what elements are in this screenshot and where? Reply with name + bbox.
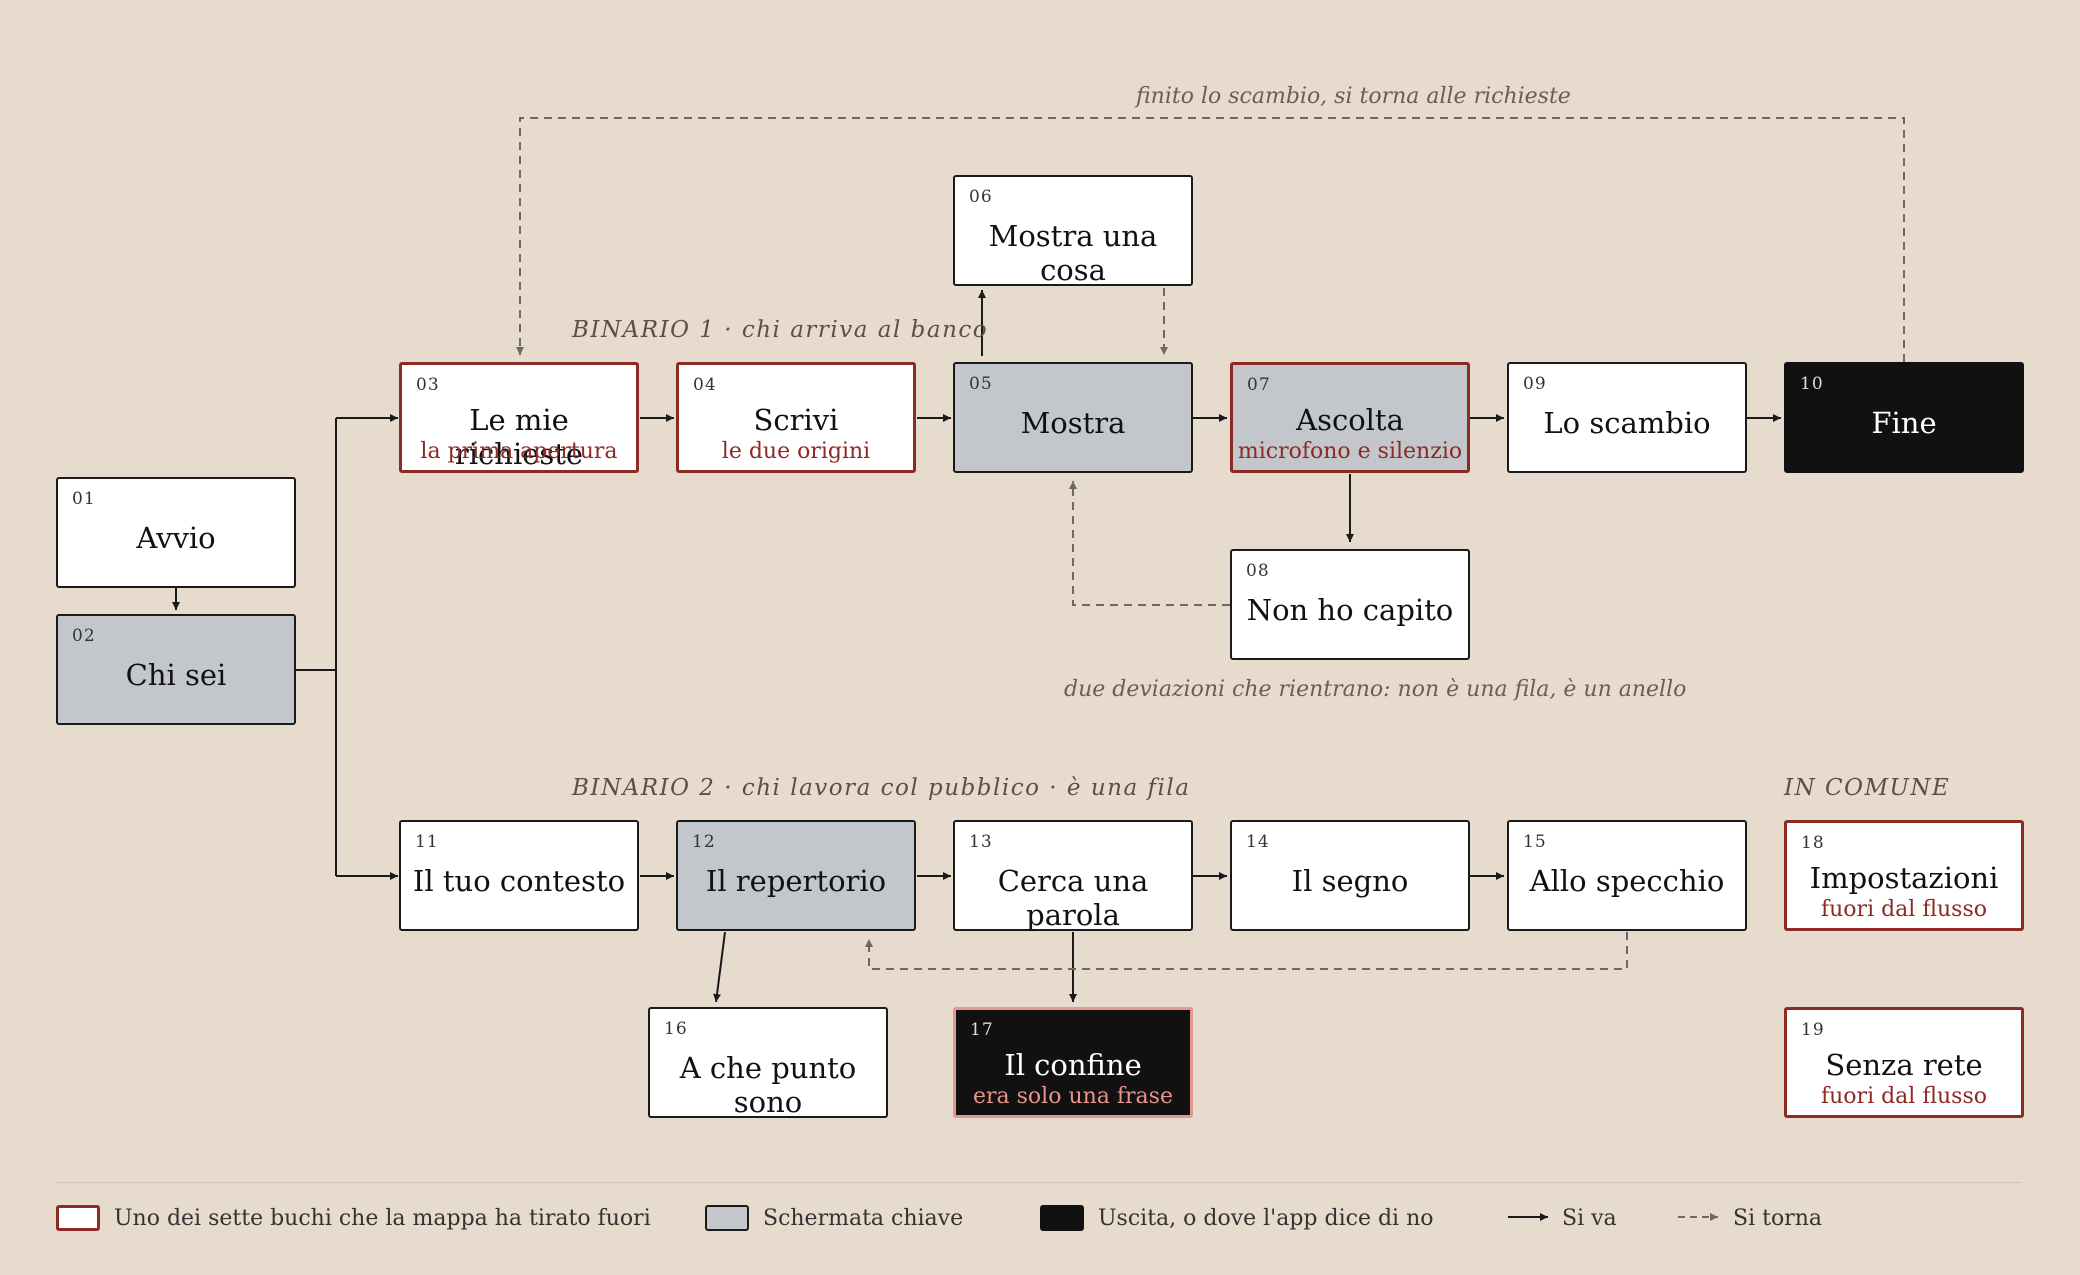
- node-a-che-punto-sono[interactable]: 16 A che punto sono: [648, 1007, 888, 1119]
- legend-key-swatch: [705, 1205, 749, 1231]
- node-lo-scambio[interactable]: 09 Lo scambio: [1507, 362, 1747, 473]
- node-number: 10: [1800, 374, 1824, 394]
- node-fine[interactable]: 10 Fine: [1784, 362, 2024, 473]
- legend-hole: Uno dei sette buchi che la mappa ha tira…: [56, 1203, 651, 1233]
- node-title: Allo specchio: [1529, 864, 1725, 898]
- node-number: 15: [1523, 832, 1547, 852]
- node-number: 03: [416, 375, 440, 395]
- node-number: 18: [1801, 833, 1825, 853]
- node-number: 04: [693, 375, 717, 395]
- return-08-05: [1069, 481, 1230, 606]
- node-number: 14: [1246, 832, 1270, 852]
- node-il-confine[interactable]: 17 Il confine era solo una frase: [953, 1007, 1193, 1118]
- node-subtitle: le due origini: [721, 439, 871, 464]
- legend-go: Si va: [1562, 1203, 1617, 1233]
- return-15-12: [865, 932, 1628, 970]
- node-title: Le mie richieste: [454, 403, 584, 471]
- node-title: Mostra una cosa: [988, 219, 1158, 287]
- node-title: Fine: [1871, 406, 1937, 440]
- node-number: 06: [969, 187, 993, 207]
- common-label: IN COMUNE: [1784, 775, 1951, 801]
- legend-back-label: Si torna: [1733, 1205, 1822, 1231]
- node-number: 13: [969, 832, 993, 852]
- node-title: Cerca una parola: [997, 864, 1149, 932]
- node-number: 08: [1246, 561, 1270, 581]
- node-number: 12: [692, 832, 716, 852]
- node-number: 01: [72, 489, 96, 509]
- node-scrivi[interactable]: 04 Scrivi le due origini: [676, 362, 916, 473]
- branch-02: [296, 418, 337, 876]
- node-title: Il confine: [1004, 1048, 1142, 1082]
- node-subtitle: fuori dal flusso: [1821, 1084, 1987, 1109]
- node-title: Mostra: [1020, 406, 1126, 440]
- node-mostra-una-cosa[interactable]: 06 Mostra una cosa: [953, 175, 1193, 287]
- node-mostra[interactable]: 05 Mostra: [953, 362, 1193, 473]
- node-number: 07: [1247, 375, 1271, 395]
- node-title: Lo scambio: [1543, 406, 1711, 440]
- node-impostazioni[interactable]: 18 Impostazioni fuori dal flusso: [1784, 820, 2024, 931]
- node-il-segno[interactable]: 14 Il segno: [1230, 820, 1470, 931]
- legend-divider: [56, 1182, 2022, 1183]
- node-chi-sei[interactable]: 02 Chi sei: [56, 614, 296, 725]
- arrow-12-16: [713, 931, 726, 1003]
- legend-key-label: Schermata chiave: [763, 1205, 964, 1231]
- node-number: 11: [415, 832, 439, 852]
- legend-exit: Uscita, o dove l'app dice di no: [1040, 1203, 1433, 1233]
- node-le-mie-richieste[interactable]: 03 Le mie richieste la prima apertura: [399, 362, 639, 473]
- node-title: A che punto sono: [679, 1051, 857, 1119]
- node-number: 16: [664, 1019, 688, 1039]
- node-title: Il repertorio: [705, 864, 887, 898]
- node-avvio[interactable]: 01 Avvio: [56, 477, 296, 588]
- legend-exit-swatch: [1040, 1205, 1084, 1231]
- node-title: Scrivi: [753, 403, 839, 437]
- node-allo-specchio[interactable]: 15 Allo specchio: [1507, 820, 1747, 931]
- node-number: 05: [969, 374, 993, 394]
- legend-back: Si torna: [1733, 1203, 1822, 1233]
- legend-hole-label: Uno dei sette buchi che la mappa ha tira…: [114, 1205, 651, 1231]
- deviations-caption: due deviazioni che rientrano: non è una …: [1064, 677, 1687, 702]
- node-title: Impostazioni: [1809, 861, 1999, 895]
- node-title: Senza rete: [1825, 1048, 1983, 1082]
- legend-go-label: Si va: [1562, 1205, 1617, 1231]
- legend-key: Schermata chiave: [705, 1203, 963, 1233]
- node-title: Chi sei: [125, 658, 227, 692]
- node-title: Il segno: [1291, 864, 1409, 898]
- node-subtitle: la prima apertura: [420, 439, 618, 464]
- node-ascolta[interactable]: 07 Ascolta microfono e silenzio: [1230, 362, 1470, 473]
- node-number: 02: [72, 626, 96, 646]
- node-cerca-una-parola[interactable]: 13 Cerca una parola: [953, 820, 1193, 932]
- node-title: Il tuo contesto: [412, 864, 626, 898]
- node-title: Ascolta: [1296, 403, 1404, 437]
- node-il-tuo-contesto[interactable]: 11 Il tuo contesto: [399, 820, 639, 931]
- lane-1-label: BINARIO 1 · chi arriva al banco: [572, 317, 989, 343]
- return-loop-caption: finito lo scambio, si torna alle richies…: [1136, 84, 1571, 109]
- node-number: 19: [1801, 1020, 1825, 1040]
- node-title: Non ho capito: [1246, 593, 1454, 627]
- node-subtitle: microfono e silenzio: [1237, 439, 1463, 464]
- node-subtitle: fuori dal flusso: [1821, 897, 1987, 922]
- node-subtitle: era solo una frase: [973, 1084, 1173, 1109]
- node-number: 17: [970, 1020, 994, 1040]
- lane-2-label: BINARIO 2 · chi lavora col pubblico · è …: [572, 775, 1191, 801]
- node-senza-rete[interactable]: 19 Senza rete fuori dal flusso: [1784, 1007, 2024, 1118]
- legend-hole-swatch: [56, 1205, 100, 1231]
- node-il-repertorio[interactable]: 12 Il repertorio: [676, 820, 916, 931]
- node-title: Avvio: [136, 521, 216, 555]
- legend-exit-label: Uscita, o dove l'app dice di no: [1098, 1205, 1434, 1231]
- node-non-ho-capito[interactable]: 08 Non ho capito: [1230, 549, 1470, 660]
- node-number: 09: [1523, 374, 1547, 394]
